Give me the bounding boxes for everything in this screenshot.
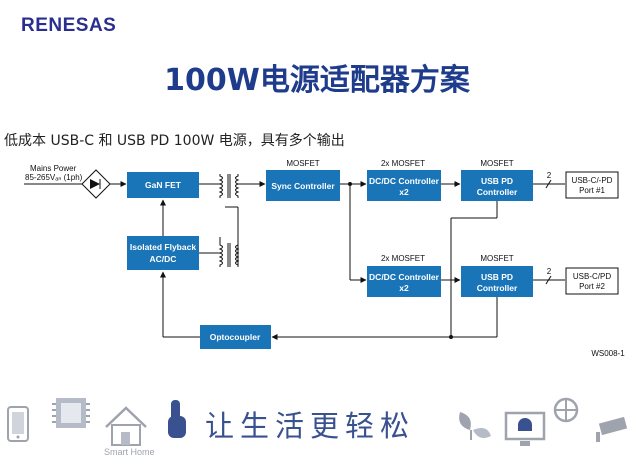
phone-icon <box>7 406 29 442</box>
mosfet-dcdc-top-label: 2x MOSFET <box>381 159 425 168</box>
mosfet-dcdc-bot-label: 2x MOSFET <box>381 254 425 263</box>
globe-icon <box>553 397 579 423</box>
isolated-flyback-block <box>127 236 199 270</box>
footer-icon-strip: Smart Home <box>7 397 628 457</box>
dcdc-bot-label-2: x2 <box>399 283 409 293</box>
flyback-transformer-primary <box>218 243 223 267</box>
mosfet-usbpd-top-label: MOSFET <box>480 159 513 168</box>
usbpd-top-label-2: Controller <box>477 187 518 197</box>
dcdc-top-label-2: x2 <box>399 187 409 197</box>
usbpd-top-label-1: USB PD <box>481 176 513 186</box>
mosfet-usbpd-bot-label: MOSFET <box>480 254 513 263</box>
touch-hand-icon <box>168 400 186 438</box>
port-2-label-1: USB-C/PD <box>573 272 611 281</box>
usbpd-bot-label-2: Controller <box>477 283 518 293</box>
page-subtitle: 低成本 USB-C 和 USB PD 100W 电源，具有多个输出 <box>4 133 345 149</box>
port-2-label-2: Port #2 <box>579 282 605 291</box>
sync-controller-label: Sync Controller <box>271 181 335 191</box>
smart-home-label: Smart Home <box>104 447 155 457</box>
port-2-box <box>565 267 619 295</box>
footer-slogan: 让生活更轻松 <box>205 409 416 443</box>
chip-icon <box>52 398 90 428</box>
block-diagram: .blk { fill: #1a74b8; } .bt { fill: #fff… <box>24 159 625 358</box>
page-title: 100W电源适配器方案 <box>164 63 470 98</box>
port-1-label-2: Port #1 <box>579 186 605 195</box>
transformer-primary <box>218 174 223 198</box>
optocoupler-block <box>200 325 271 349</box>
dcdc-bottom-block <box>367 266 441 297</box>
usbpd-bottom-block <box>461 266 533 297</box>
usbpd-top-block <box>461 170 533 201</box>
diode-symbol <box>90 179 100 189</box>
port-1-label-1: USB-C/-PD <box>572 176 613 185</box>
dcdc-top-block <box>367 170 441 201</box>
optocoupler-label: Optocoupler <box>210 332 261 342</box>
renesas-logo: RENESAS <box>21 15 117 36</box>
sync-controller-block <box>266 170 340 201</box>
flyback-transformer-secondary <box>235 243 240 267</box>
mosfet-sync-label: MOSFET <box>286 159 319 168</box>
flyback-label-2: AC/DC <box>150 254 177 264</box>
flyback-label-1: Isolated Flyback <box>130 242 196 252</box>
leaf-icon <box>459 412 491 440</box>
voltage-range-label: 85-265Vₐₙ (1ph) <box>25 173 83 182</box>
dcdc-top-label-1: DC/DC Controller <box>369 176 440 186</box>
gan-fet-label: GaN FET <box>145 180 182 190</box>
bus-bot-count: 2 <box>547 267 552 276</box>
gan-fet-block <box>127 172 199 198</box>
usbpd-bot-label-1: USB PD <box>481 272 513 282</box>
dcdc-bot-label-1: DC/DC Controller <box>369 272 440 282</box>
bus-top-count: 2 <box>547 171 552 180</box>
figure-ref-label: WS008-1 <box>591 349 625 358</box>
monitor-icon <box>504 411 546 446</box>
mains-power-label: Mains Power <box>30 164 77 173</box>
camera-icon <box>596 416 628 442</box>
smart-home-icon <box>105 406 147 446</box>
transformer-secondary <box>235 174 240 198</box>
port-1-box <box>565 171 619 199</box>
